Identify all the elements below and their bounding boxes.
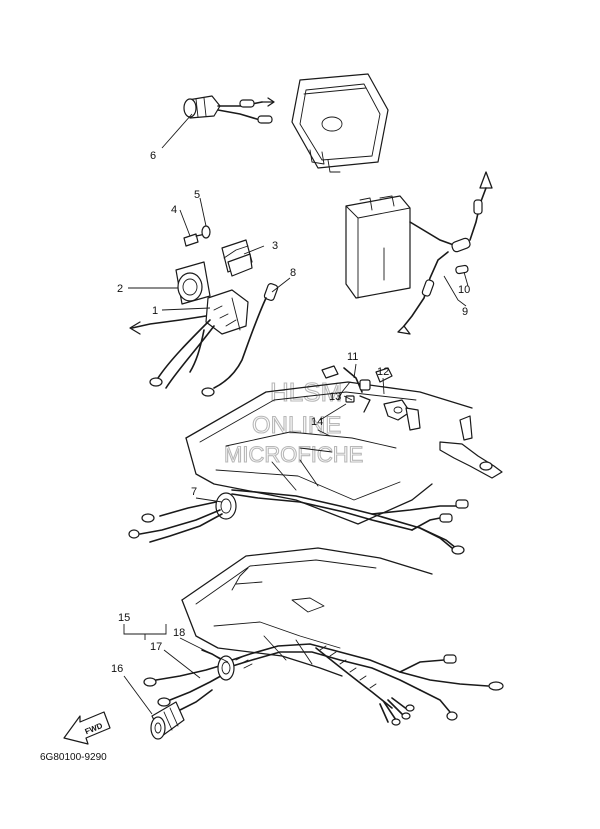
- fwd-arrow-icon: FWD: [63, 711, 111, 745]
- plate-12: [375, 367, 393, 383]
- cdi-box: [345, 195, 411, 299]
- callout-11: 11: [347, 351, 358, 363]
- shift-rod: [439, 415, 503, 479]
- switch-6: [183, 95, 275, 124]
- watermark-line3: MICROFICHE: [224, 442, 363, 467]
- callout-8: 8: [290, 267, 296, 279]
- lead-wire-8: [201, 283, 279, 397]
- callout-6: 6: [150, 150, 156, 162]
- callout-5: 5: [194, 189, 200, 201]
- callout-7: 7: [191, 486, 197, 498]
- callout-13: 13: [329, 391, 341, 403]
- washer-5: [201, 225, 211, 239]
- callout-14: 14: [311, 416, 323, 428]
- callout-18: 18: [173, 627, 185, 639]
- wire-harness-18: [225, 643, 504, 726]
- callout-16: 16: [111, 663, 123, 675]
- bracket-3: [221, 239, 253, 277]
- callout-3: 3: [272, 240, 278, 252]
- callout-17: 17: [150, 641, 162, 653]
- diagram-code: 6G80100-9290: [40, 752, 107, 763]
- bottom-cowling: [181, 547, 433, 677]
- callout-numbers: 6 4 5 3 2 1 8 10 9 11 12 13 14 7 15 18 1…: [111, 150, 470, 675]
- control-panel-box: [291, 73, 389, 173]
- grommet-harness-15: [217, 655, 253, 681]
- callout-4: 4: [171, 204, 177, 216]
- callout-12: 12: [377, 366, 389, 378]
- callout-10: 10: [458, 284, 470, 296]
- rectifier-1: [129, 289, 249, 389]
- wire-harness-7: [128, 489, 469, 555]
- watermark: HLSM ONLINE MICROFICHE: [223, 376, 363, 467]
- lead-assembly-9: [397, 171, 493, 335]
- top-cowling-upper: [185, 381, 473, 525]
- bolt-4: [183, 233, 207, 247]
- clamp-14: [383, 399, 421, 431]
- callout-9: 9: [462, 306, 468, 318]
- callout-15: 15: [118, 612, 130, 624]
- connector-16: [150, 689, 213, 740]
- watermark-line1: HLSM: [270, 377, 342, 407]
- callout-lines: [123, 113, 469, 715]
- connector-10: [455, 264, 469, 275]
- callout-1: 1: [152, 305, 158, 317]
- lead-wire-17: [143, 649, 229, 707]
- holder-2: [175, 261, 211, 305]
- lever-11: [321, 365, 371, 401]
- callout-2: 2: [117, 283, 123, 295]
